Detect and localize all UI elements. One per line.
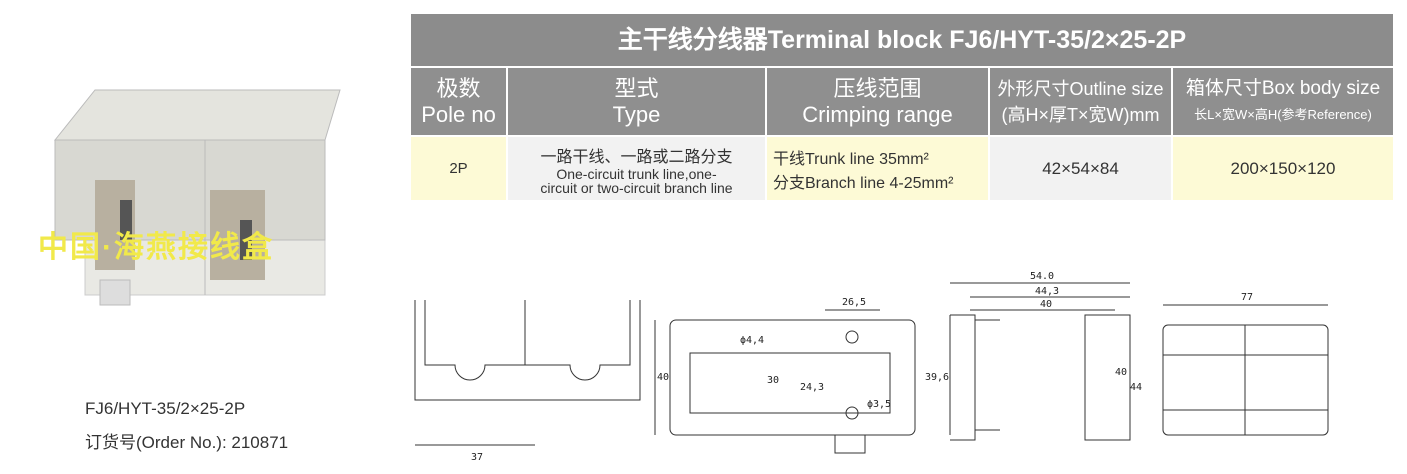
dim-label: ϕ4,4 [740,335,764,346]
dim-label: 40 [1115,367,1127,378]
dim-label: 40 [1040,299,1052,310]
header-cn: 箱体尺寸Box body size [1185,77,1381,99]
product-model: FJ6/HYT-35/2×25-2P [85,399,246,418]
dim-label: 37 [471,452,483,463]
top-view: 40 26,5 ϕ4,4 30 24,3 ϕ3,5 [654,297,916,454]
header-cn: 压线范围 [833,75,922,101]
cell-crimp: 干线Trunk line 35mm² 分支Branch line 4-25mm² [767,137,988,200]
header-cn: 外形尺寸Outline size [997,78,1164,99]
header-cn: 极数 [436,75,481,101]
cell-pole: 2P [411,137,506,200]
header-en: Crimping range [802,101,953,127]
side-view: 54.0 44,3 40 39,6 40 44 [925,271,1142,441]
dim-label: 77 [1241,292,1253,303]
spec-table: 主干线分线器Terminal block FJ6/HYT-35/2×25-2P … [411,14,1393,200]
dim-label: 30 [767,375,779,386]
crimp-trunk: 干线Trunk line 35mm² [773,150,929,168]
dim-label: 39,6 [925,372,949,383]
dim-label: 26,5 [842,297,866,308]
dim-label: 40 [657,372,669,383]
cell-box: 200×150×120 [1173,137,1393,200]
type-cn: 一路干线、一路或二路分支 [540,148,733,166]
type-en: One-circuit trunk line,one- [556,165,717,182]
front-view: 37 [414,300,641,463]
dim-label: 44 [1130,382,1142,393]
dim-label: 54.0 [1030,271,1054,282]
dimension-drawings: 37 40 26,5 ϕ4,4 30 24,3 ϕ3,5 54.0 44,3 4… [414,271,1329,463]
type-en: circuit or two-circuit branch line [540,179,733,196]
order-number: 订货号(Order No.): 210871 [85,433,289,452]
crimp-branch: 分支Branch line 4-25mm² [773,174,954,192]
dim-label: 24,3 [800,382,824,393]
table-title: 主干线分线器Terminal block FJ6/HYT-35/2×25-2P [411,14,1393,66]
header-box: 箱体尺寸Box body size 长L×宽W×高H(参考Reference) [1173,68,1393,135]
dim-label: ϕ3,5 [867,399,891,410]
header-en: (高H×厚T×宽W)mm [1001,104,1160,125]
product-photo [53,89,341,306]
bottom-view: 77 40 [1162,292,1329,436]
header-en: Pole no [421,101,496,127]
watermark: 中国·海燕接线盒 [38,231,274,264]
dim-label: 44,3 [1035,286,1059,297]
header-en: 长L×宽W×高H(参考Reference) [1194,106,1372,122]
header-en: Type [612,101,661,127]
cell-outline: 42×54×84 [990,137,1171,200]
header-cn: 型式 [614,75,659,101]
header-outline: 外形尺寸Outline size (高H×厚T×宽W)mm [990,68,1171,135]
